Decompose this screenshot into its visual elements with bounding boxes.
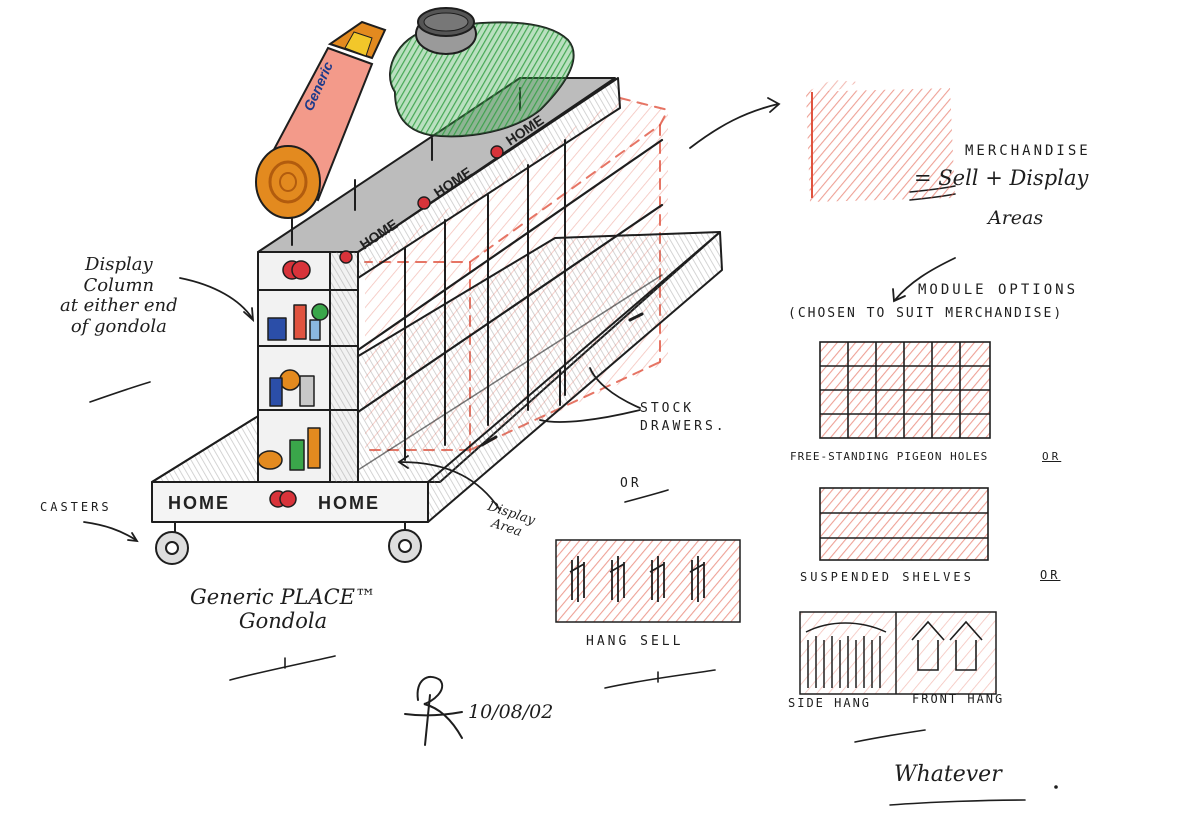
sell-display-label: = Sell + Display <box>914 166 1089 190</box>
module-options-subtitle: (CHOSEN TO SUIT MERCHANDISE) <box>788 306 1064 321</box>
hang-sell-label: HANG SELL <box>586 634 684 649</box>
areas-label: Areas <box>988 207 1044 229</box>
signature-mark <box>404 675 463 746</box>
suspended-shelves-label: SUSPENDED SHELVES <box>800 570 974 584</box>
suspended-shelves-module <box>819 487 989 561</box>
gondola-base-side <box>427 231 723 523</box>
caster-right <box>388 521 422 563</box>
side-front-hang-module <box>799 611 997 695</box>
gondola-drawing <box>151 77 723 565</box>
stock-drawers-label: STOCK DRAWERS. <box>640 401 727 434</box>
whatever-label: Whatever <box>894 762 1002 787</box>
gondola-title: Generic PLACE™ Gondola <box>190 585 376 634</box>
or-label-hang-sell: OR <box>620 476 642 491</box>
module-options-title: MODULE OPTIONS <box>918 282 1079 298</box>
pigeon-holes-label: FREE-STANDING PIGEON HOLES <box>790 450 989 463</box>
casters-label: CASTERS <box>40 500 112 514</box>
merchandise-block <box>806 80 955 202</box>
merchandise-label: MERCHANDISE <box>965 143 1091 159</box>
gondola-top-rail <box>357 77 621 279</box>
display-column-label: Display Column at either end of gondola <box>60 254 178 338</box>
signature-date: 10/08/02 <box>468 701 554 723</box>
caster-left <box>155 521 189 565</box>
pigeon-holes-module <box>819 341 991 439</box>
or-label-pigeon-holes: OR <box>1042 450 1062 463</box>
hang-sell-module <box>555 539 741 623</box>
front-hang-label: FRONT HANG <box>912 692 1005 706</box>
or-label-suspended-shelves: OR <box>1040 568 1061 582</box>
jar-sign <box>389 7 575 138</box>
annotation-arrows <box>83 97 956 543</box>
side-hang-label: SIDE HANG <box>788 696 872 710</box>
